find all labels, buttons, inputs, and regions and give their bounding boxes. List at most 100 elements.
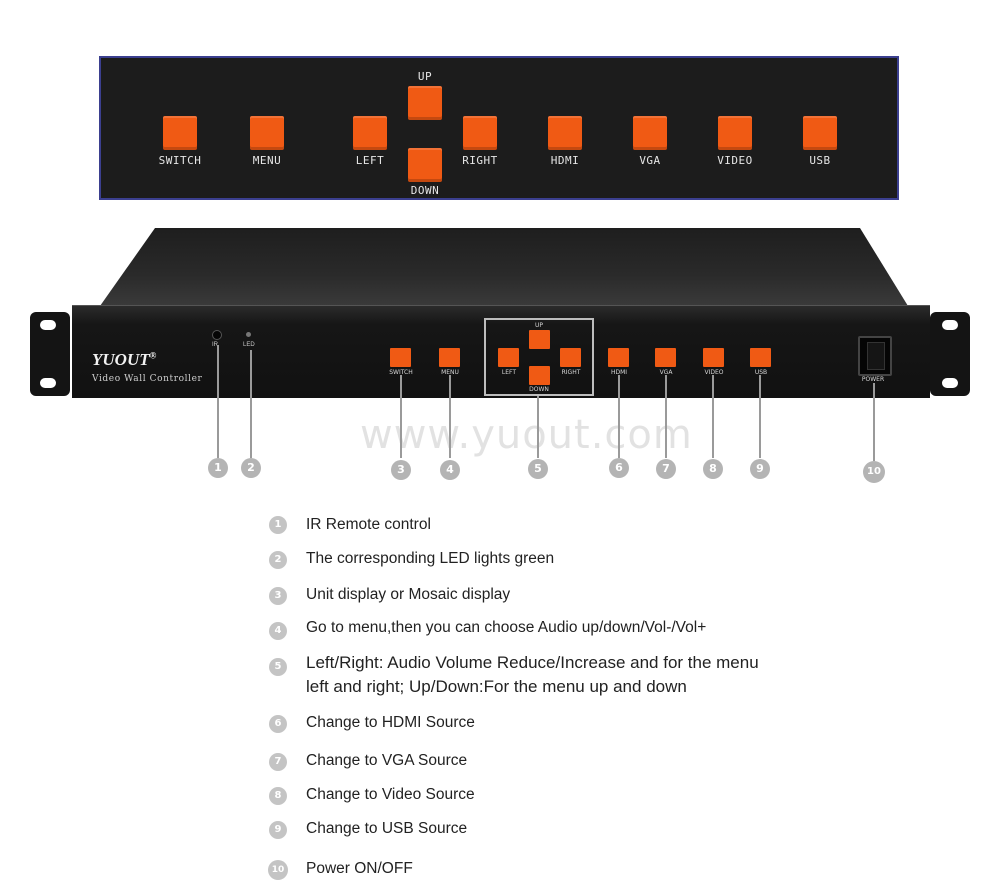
led-indicator: [246, 332, 251, 337]
legend-number: 1: [269, 516, 287, 534]
front-menu-button[interactable]: [439, 348, 460, 367]
rack-ear-right: [930, 312, 970, 396]
usb-button[interactable]: [803, 116, 837, 150]
front-hdmi-label: HDMI: [610, 369, 628, 376]
legend-text: IR Remote control: [306, 516, 431, 533]
ir-label: IR: [212, 342, 218, 348]
legend-text: Left/Right: Audio Volume Reduce/Increase…: [306, 653, 759, 672]
legend-number: 9: [269, 821, 287, 839]
front-vga-label: VGA: [659, 369, 673, 376]
rack-hole: [942, 378, 958, 388]
rack-hole: [40, 320, 56, 330]
menu-label: MENU: [252, 154, 282, 167]
vga-label: VGA: [639, 154, 661, 167]
up-button[interactable]: [408, 86, 442, 120]
legend-text: Unit display or Mosaic display: [306, 586, 511, 603]
legend-text: Go to menu,then you can choose Audio up/…: [306, 619, 707, 636]
callout-line: [712, 375, 714, 458]
legend-number: 3: [269, 587, 287, 605]
power-label: POWER: [861, 376, 885, 383]
hdmi-button[interactable]: [548, 116, 582, 150]
vga-button[interactable]: [633, 116, 667, 150]
callout-1: 1: [208, 458, 228, 478]
callout-7: 7: [656, 459, 676, 479]
direction-pad-highlight: [484, 318, 594, 396]
front-usb-label: USB: [754, 369, 768, 376]
button-panel-closeup: SWITCH MENU LEFT UP DOWN RIGHT HDMI VGA …: [99, 56, 899, 200]
legend-number: 10: [268, 860, 288, 880]
callout-line: [217, 345, 219, 458]
hdmi-label: HDMI: [550, 154, 580, 167]
callout-3: 3: [391, 460, 411, 480]
front-right-label: RIGHT: [561, 369, 581, 376]
legend-text: Change to HDMI Source: [306, 714, 475, 731]
callout-line: [873, 383, 875, 461]
front-right-button[interactable]: [560, 348, 581, 367]
down-button[interactable]: [408, 148, 442, 182]
rack-hole: [40, 378, 56, 388]
legend-text: Change to Video Source: [306, 786, 475, 803]
ir-sensor: [212, 330, 222, 340]
left-button[interactable]: [353, 116, 387, 150]
callout-10: 10: [863, 461, 885, 483]
callout-5: 5: [528, 459, 548, 479]
switch-label: SWITCH: [158, 154, 202, 167]
callout-2: 2: [241, 458, 261, 478]
legend-number: 6: [269, 715, 287, 733]
legend-text: The corresponding LED lights green: [306, 550, 555, 567]
front-usb-button[interactable]: [750, 348, 771, 367]
callout-line: [537, 396, 539, 458]
front-menu-label: MENU: [441, 369, 459, 376]
legend-number: 5: [269, 658, 287, 676]
front-video-button[interactable]: [703, 348, 724, 367]
callout-line: [618, 375, 620, 458]
video-label: VIDEO: [717, 154, 753, 167]
legend-number: 7: [269, 753, 287, 771]
front-switch-label: SWITCH: [389, 369, 413, 376]
video-button[interactable]: [718, 116, 752, 150]
front-hdmi-button[interactable]: [608, 348, 629, 367]
callout-line: [250, 350, 252, 458]
legend-text: Power ON/OFF: [306, 860, 413, 877]
front-down-label: DOWN: [529, 386, 549, 393]
callout-line: [400, 375, 402, 458]
front-vga-button[interactable]: [655, 348, 676, 367]
right-button[interactable]: [463, 116, 497, 150]
legend-text: Change to USB Source: [306, 820, 468, 837]
rack-ear-left: [30, 312, 70, 396]
led-label: LED: [243, 342, 255, 348]
menu-button[interactable]: [250, 116, 284, 150]
front-down-button[interactable]: [529, 366, 550, 385]
usb-label: USB: [809, 154, 831, 167]
left-label: LEFT: [355, 154, 385, 167]
legend-text: Change to VGA Source: [306, 752, 468, 769]
legend-number: 8: [269, 787, 287, 805]
rack-hole: [942, 320, 958, 330]
brand-logo: YUOUT®: [92, 350, 157, 369]
legend-number: 2: [269, 551, 287, 569]
down-label: DOWN: [410, 184, 440, 197]
model-name: Video Wall Controller: [92, 374, 203, 384]
up-label: UP: [417, 70, 433, 83]
callout-6: 6: [609, 458, 629, 478]
watermark: www.yuout.com: [360, 412, 693, 458]
legend-number: 4: [269, 622, 287, 640]
rocker: [867, 342, 885, 370]
callout-9: 9: [750, 459, 770, 479]
callout-line: [665, 375, 667, 458]
device-top-cover: [100, 228, 908, 306]
callout-line: [759, 375, 761, 458]
front-video-label: VIDEO: [704, 369, 724, 376]
front-left-button[interactable]: [498, 348, 519, 367]
right-label: RIGHT: [462, 154, 498, 167]
legend-text-continued: left and right; Up/Down:For the menu up …: [306, 677, 687, 696]
front-left-label: LEFT: [501, 369, 517, 376]
callout-4: 4: [440, 460, 460, 480]
front-up-button[interactable]: [529, 330, 550, 349]
switch-button[interactable]: [163, 116, 197, 150]
front-switch-button[interactable]: [390, 348, 411, 367]
front-up-label: UP: [534, 322, 543, 329]
power-switch[interactable]: [858, 336, 892, 376]
callout-line: [449, 375, 451, 458]
callout-8: 8: [703, 459, 723, 479]
